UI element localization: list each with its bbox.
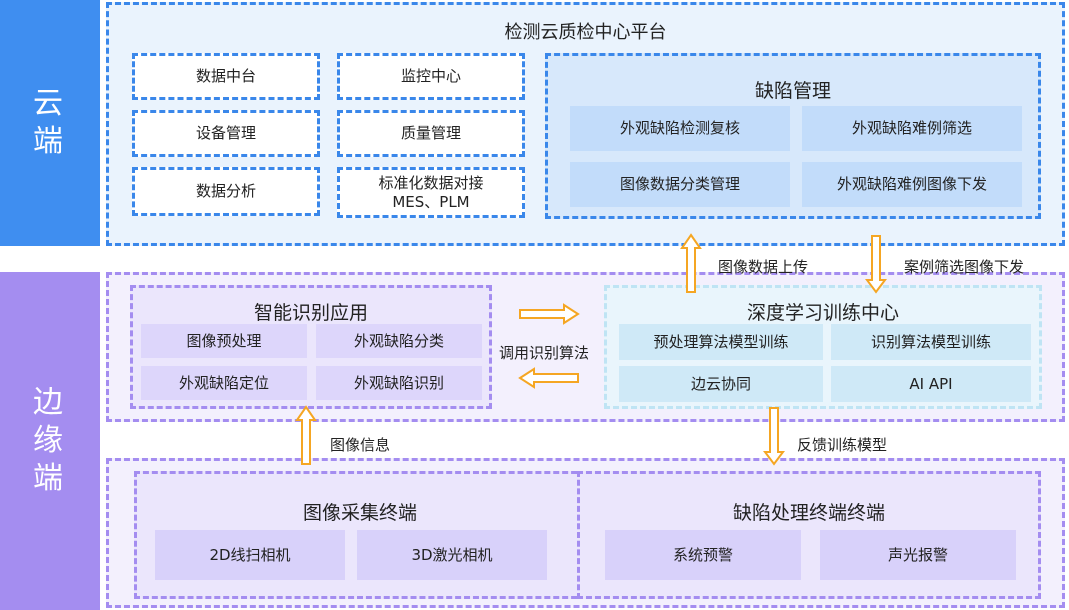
- call-right-arrow-icon: [519, 303, 580, 325]
- capture-terminal-title: 图像采集终端: [302, 502, 417, 524]
- image-info-arrow-icon: [295, 405, 317, 465]
- smart-item-recognition: 外观缺陷识别: [316, 366, 482, 400]
- cloud-platform-panel: 检测云质检中心平台 数据中台 监控中心 设备管理 质量管理 数据分析 标准化数据…: [106, 2, 1065, 246]
- module-monitoring-center: 监控中心: [337, 53, 525, 100]
- call-algo-label: 调用识别算法: [499, 344, 590, 362]
- terminal-panel: 图像采集终端 2D线扫相机 3D激光相机 缺陷处理终端终端 系统预警 声光报警: [106, 458, 1065, 608]
- image-info-label: 图像信息: [330, 436, 391, 454]
- defect-item-hard-case-dispatch: 外观缺陷难例图像下发: [802, 162, 1022, 207]
- smart-item-classification: 外观缺陷分类: [316, 324, 482, 358]
- feedback-arrow-icon: [763, 407, 785, 466]
- defect-mgmt-panel: 缺陷管理 外观缺陷检测复核 外观缺陷难例筛选 图像数据分类管理 外观缺陷难例图像…: [545, 53, 1041, 219]
- upload-arrow-icon: [680, 233, 702, 293]
- capture-item-2d-camera: 2D线扫相机: [155, 530, 345, 580]
- defect-terminal-title: 缺陷处理终端终端: [732, 502, 885, 524]
- smart-app-title: 智能识别应用: [253, 302, 368, 324]
- smart-item-preprocess: 图像预处理: [141, 324, 307, 358]
- defect-terminal-item-alarm: 声光报警: [820, 530, 1016, 580]
- edge-side-label: 边 缘 端: [0, 272, 100, 610]
- module-quality-mgmt: 质量管理: [337, 110, 525, 157]
- defect-item-review: 外观缺陷检测复核: [570, 106, 790, 151]
- module-device-mgmt: 设备管理: [132, 110, 320, 157]
- capture-item-3d-camera: 3D激光相机: [357, 530, 547, 580]
- upload-label: 图像数据上传: [718, 258, 809, 276]
- download-label: 案例筛选图像下发: [904, 258, 1025, 276]
- smart-item-localization: 外观缺陷定位: [141, 366, 307, 400]
- call-left-arrow-icon: [518, 367, 579, 389]
- training-center-panel: 深度学习训练中心 预处理算法模型训练 识别算法模型训练 边云协同 AI API: [604, 285, 1042, 409]
- defect-terminal-item-warning: 系统预警: [605, 530, 801, 580]
- defect-item-hard-case-filter: 外观缺陷难例筛选: [802, 106, 1022, 151]
- cloud-side-text: 云 端: [33, 86, 67, 159]
- capture-terminal-panel: 图像采集终端 2D线扫相机 3D激光相机: [134, 471, 586, 599]
- defect-item-image-classification: 图像数据分类管理: [570, 162, 790, 207]
- cloud-platform-title: 检测云质检中心平台: [504, 22, 667, 43]
- download-arrow-icon: [865, 235, 887, 294]
- training-center-title: 深度学习训练中心: [746, 302, 899, 324]
- training-item-recognition-model: 识别算法模型训练: [831, 324, 1031, 360]
- cloud-side-label: 云 端: [0, 0, 100, 246]
- smart-app-panel: 智能识别应用 图像预处理 外观缺陷分类 外观缺陷定位 外观缺陷识别: [130, 285, 492, 409]
- training-item-edge-cloud: 边云协同: [619, 366, 823, 402]
- module-data-analysis: 数据分析: [132, 167, 320, 216]
- module-data-platform: 数据中台: [132, 53, 320, 100]
- defect-mgmt-title: 缺陷管理: [754, 80, 831, 102]
- edge-side-text: 边 缘 端: [33, 385, 67, 496]
- feedback-label: 反馈训练模型: [797, 436, 888, 454]
- module-data-integration: 标准化数据对接 MES、PLM: [337, 167, 525, 218]
- defect-terminal-panel: 缺陷处理终端终端 系统预警 声光报警: [577, 471, 1041, 599]
- training-item-preprocess-model: 预处理算法模型训练: [619, 324, 823, 360]
- training-item-ai-api: AI API: [831, 366, 1031, 402]
